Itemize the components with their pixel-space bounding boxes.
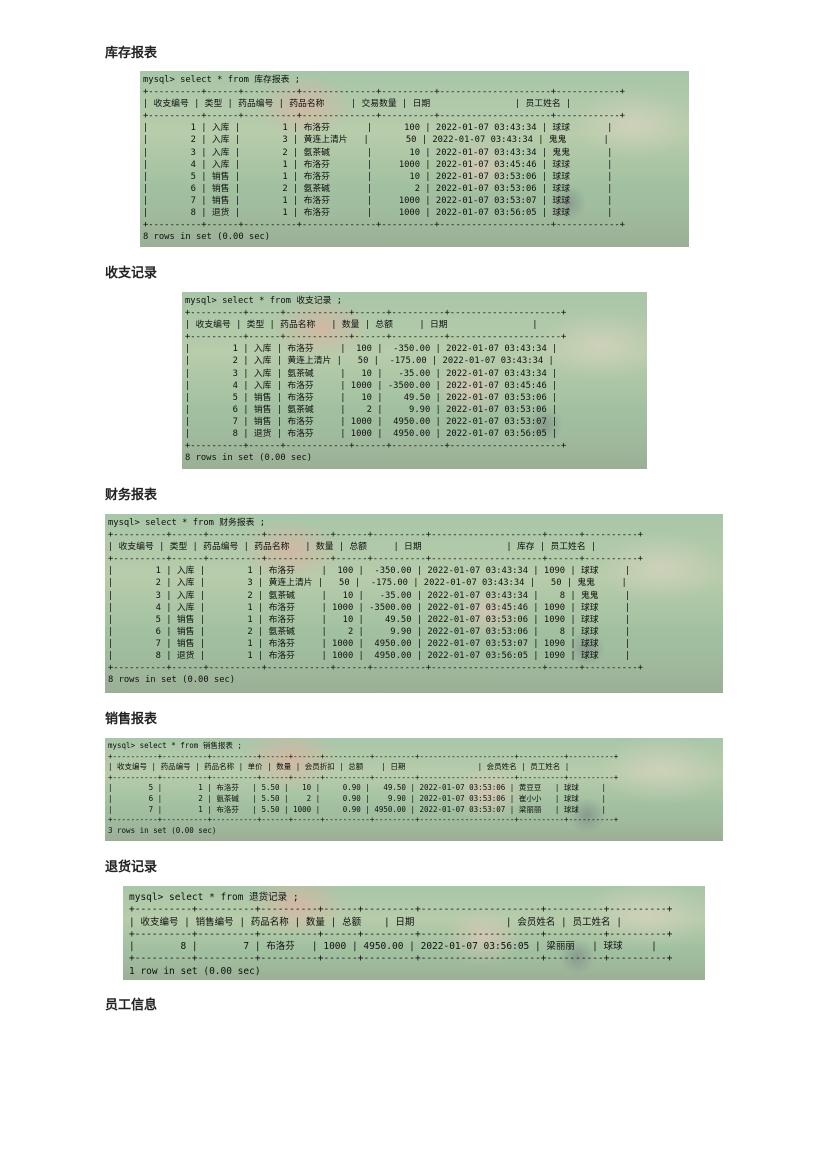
heading-employee-info: 员工信息 xyxy=(105,998,158,1013)
terminal-line: +----------+----------+----------+------… xyxy=(129,904,673,916)
terminal-output: mysql> select * from 财务报表 ; +----------+-… xyxy=(108,517,720,686)
terminal-line: | 6 | 销售 | 氨茶碱 | 2 | 9.90 | 2022-01-07 0… xyxy=(185,404,558,415)
terminal-line: +----------+------+----------+----------… xyxy=(108,663,643,674)
terminal-line: | 收支编号 | 药品编号 | 药品名称 | 单价 | 数量 | 会员折扣 | … xyxy=(108,762,570,772)
terminal-line: | 6 | 销售 | 2 | 氨茶碱 | 2 | 2022-01-07 03:5… xyxy=(143,183,613,194)
terminal-line: +----------+------+----------+----------… xyxy=(143,220,625,231)
terminal-line: 1 row in set (0.00 sec) xyxy=(129,965,261,977)
terminal-line: | 3 | 入库 | 2 | 氨茶碱 | 10 | -35.00 | 2022-… xyxy=(108,590,631,601)
terminal-line: +----------+------+------------+------+-… xyxy=(185,308,567,319)
terminal-output: mysql> select * from 收支记录 ; +----------+-… xyxy=(185,295,644,464)
terminal-line: mysql> select * from 销售报表 ; xyxy=(108,741,242,750)
terminal-income-expense-records: mysql> select * from 收支记录 ; +----------+-… xyxy=(182,292,647,469)
terminal-line: | 7 | 销售 | 1 | 布洛芬 | 1000 | 4950.00 | 20… xyxy=(108,638,631,649)
terminal-line: | 3 | 入库 | 2 | 氨茶碱 | 10 | 2022-01-07 03:… xyxy=(143,147,613,158)
terminal-line: 8 rows in set (0.00 sec) xyxy=(108,675,236,686)
terminal-line: 8 rows in set (0.00 sec) xyxy=(185,453,313,464)
terminal-line: | 1 | 入库 | 1 | 布洛芬 | 100 | -350.00 | 202… xyxy=(108,566,631,577)
terminal-line: | 7 | 销售 | 1 | 布洛芬 | 1000 | 2022-01-07 0… xyxy=(143,195,613,206)
terminal-line: | 3 | 入库 | 氨茶碱 | 10 | -35.00 | 2022-01-0… xyxy=(185,368,558,379)
terminal-sales-report: mysql> select * from 销售报表 ;+----------+-… xyxy=(105,738,723,841)
heading-inventory-report: 库存报表 xyxy=(105,46,158,61)
terminal-line: | 收支编号 | 类型 | 药品编号 | 药品名称 | 交易数量 | 日期 | … xyxy=(143,99,572,110)
terminal-line: +----------+----------+----------+------… xyxy=(129,928,673,940)
terminal-output: mysql> select * from 退货记录 ;+----------+-… xyxy=(129,892,699,978)
terminal-line: | 收支编号 | 类型 | 药品名称 | 数量 | 总额 | 日期 | xyxy=(185,320,538,331)
terminal-line: | 5 | 1 | 布洛芬 | 5.50 | 10 | 0.90 | 49.50… xyxy=(108,783,606,793)
terminal-line: | 4 | 入库 | 1 | 布洛芬 | 1000 | 2022-01-07 0… xyxy=(143,159,613,170)
terminal-line: | 收支编号 | 类型 | 药品编号 | 药品名称 | 数量 | 总额 | 日期… xyxy=(108,542,597,553)
terminal-line: +----------+------+----------+----------… xyxy=(143,87,625,98)
terminal-line: +----------+------+------------+------+-… xyxy=(185,441,567,452)
terminal-line: | 5 | 销售 | 布洛芬 | 10 | 49.50 | 2022-01-07… xyxy=(185,392,558,403)
terminal-line: 3 rows in set (0.00 sec) xyxy=(108,825,217,835)
terminal-line: | 2 | 入库 | 黄连上清片 | 50 | -175.00 | 2022-0… xyxy=(185,356,554,367)
terminal-line: | 4 | 入库 | 布洛芬 | 1000 | -3500.00 | 2022-… xyxy=(185,380,558,391)
terminal-line: | 6 | 2 | 氨茶碱 | 5.50 | 2 | 0.90 | 9.90 |… xyxy=(108,793,606,803)
terminal-line: +----------+----------+----------+------… xyxy=(129,953,673,965)
terminal-line: | 收支编号 | 销售编号 | 药品名称 | 数量 | 总额 | 日期 | 会员… xyxy=(129,916,622,928)
terminal-line: | 8 | 7 | 布洛芬 | 1000 | 4950.00 | 2022-01… xyxy=(129,941,657,953)
terminal-return-records: mysql> select * from 退货记录 ;+----------+-… xyxy=(123,886,705,980)
heading-sales-report: 销售报表 xyxy=(105,712,158,727)
terminal-financial-report: mysql> select * from 财务报表 ; +----------+-… xyxy=(105,514,723,693)
terminal-inventory-report: mysql> select * from 库存报表 ; +----------+-… xyxy=(140,71,689,247)
terminal-line: | 2 | 入库 | 3 | 黄连上清片 | 50 | -175.00 | 20… xyxy=(108,578,627,589)
terminal-line: +----------+------+------------+------+-… xyxy=(185,332,567,343)
terminal-line: | 5 | 销售 | 1 | 布洛芬 | 10 | 49.50 | 2022-0… xyxy=(108,614,631,625)
terminal-line: mysql> select * from 退货记录 ; xyxy=(129,892,299,903)
terminal-line: mysql> select * from 财务报表 ; xyxy=(108,518,265,528)
terminal-line: | 1 | 入库 | 布洛芬 | 100 | -350.00 | 2022-01… xyxy=(185,344,558,355)
terminal-line: mysql> select * from 收支记录 ; xyxy=(185,296,342,306)
terminal-line: | 8 | 退货 | 1 | 布洛芬 | 1000 | 2022-01-07 0… xyxy=(143,208,613,219)
terminal-line: mysql> select * from 库存报表 ; xyxy=(143,75,300,85)
terminal-line: +----------+----------+----------+------… xyxy=(108,815,619,825)
heading-income-expense-records: 收支记录 xyxy=(105,266,158,281)
terminal-line: +----------+----------+----------+------… xyxy=(108,751,619,761)
terminal-line: +----------+------+----------+----------… xyxy=(108,530,643,541)
terminal-line: +----------+------+----------+----------… xyxy=(143,111,625,122)
terminal-line: | 7 | 1 | 布洛芬 | 5.50 | 1000 | 0.90 | 495… xyxy=(108,804,606,814)
terminal-line: +----------+----------+----------+------… xyxy=(108,772,619,782)
terminal-line: | 8 | 退货 | 1 | 布洛芬 | 1000 | 4950.00 | 20… xyxy=(108,651,631,662)
terminal-line: | 2 | 入库 | 3 | 黄连上清片 | 50 | 2022-01-07 0… xyxy=(143,135,609,146)
terminal-line: | 4 | 入库 | 1 | 布洛芬 | 1000 | -3500.00 | 2… xyxy=(108,602,631,613)
terminal-line: | 6 | 销售 | 2 | 氨茶碱 | 2 | 9.90 | 2022-01-… xyxy=(108,626,631,637)
heading-return-records: 退货记录 xyxy=(105,860,158,875)
terminal-output: mysql> select * from 销售报表 ;+----------+-… xyxy=(108,741,720,836)
heading-financial-report: 财务报表 xyxy=(105,488,158,503)
terminal-line: | 7 | 销售 | 布洛芬 | 1000 | 4950.00 | 2022-0… xyxy=(185,416,558,427)
terminal-line: | 5 | 销售 | 1 | 布洛芬 | 10 | 2022-01-07 03:… xyxy=(143,171,613,182)
terminal-line: | 8 | 退货 | 布洛芬 | 1000 | 4950.00 | 2022-0… xyxy=(185,429,558,440)
terminal-line: 8 rows in set (0.00 sec) xyxy=(143,232,271,243)
terminal-output: mysql> select * from 库存报表 ; +----------+-… xyxy=(143,74,686,243)
terminal-line: | 1 | 入库 | 1 | 布洛芬 | 100 | 2022-01-07 03… xyxy=(143,123,613,134)
terminal-line: +----------+------+----------+----------… xyxy=(108,554,643,565)
